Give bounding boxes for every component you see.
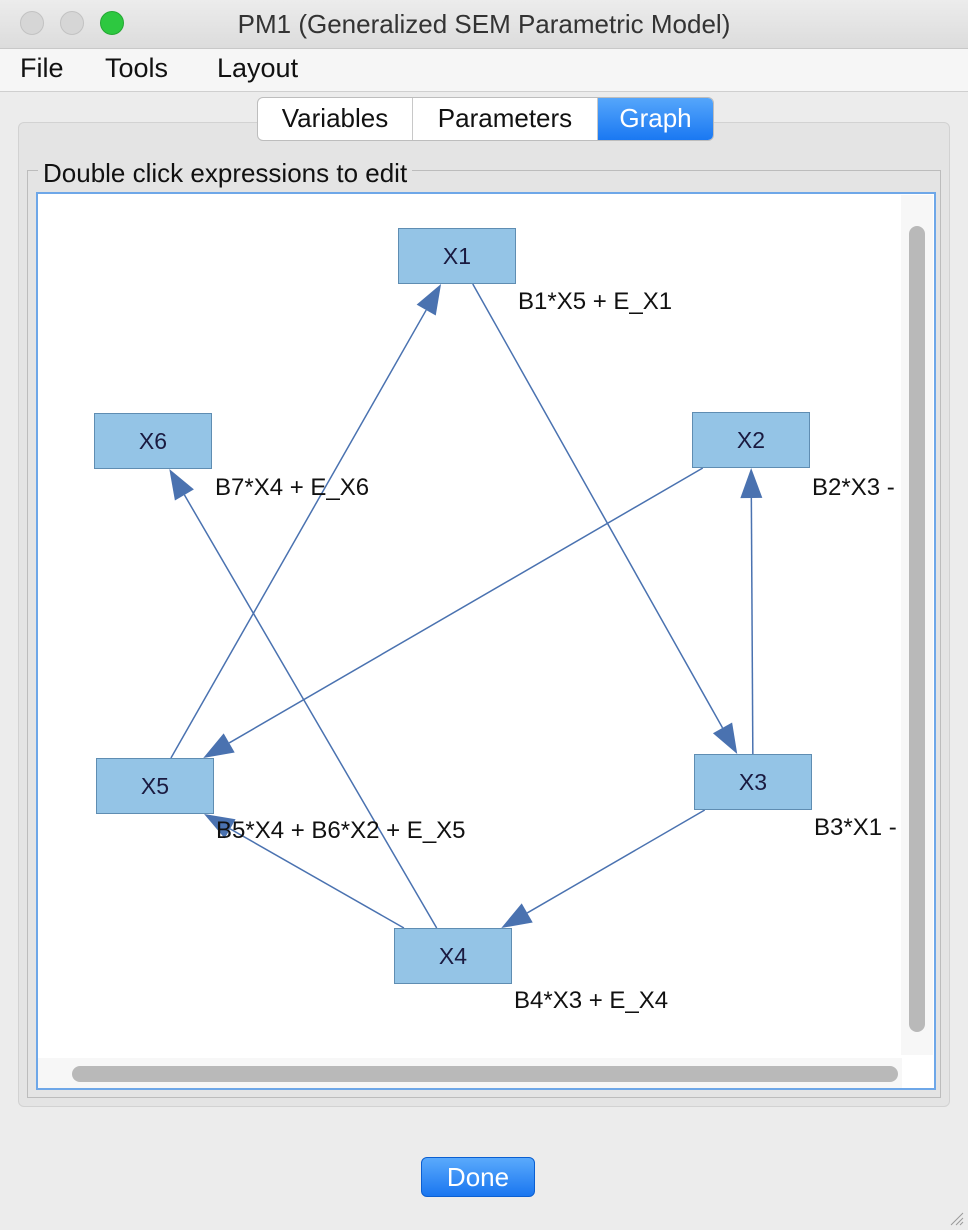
- group-box-label: Double click expressions to edit: [38, 158, 413, 189]
- node-x6[interactable]: X6: [94, 413, 212, 469]
- done-button[interactable]: Done: [421, 1157, 535, 1197]
- expression-x4[interactable]: B4*X3 + E_X4: [514, 987, 669, 1014]
- graph-group-box: [27, 170, 941, 1098]
- tab-bar: Variables Parameters Graph: [257, 97, 714, 141]
- menu-tools[interactable]: Tools: [105, 53, 169, 83]
- expression-x5[interactable]: B5*X4 + B6*X2 + E_X5: [216, 817, 466, 844]
- tab-variables[interactable]: Variables: [258, 98, 413, 140]
- node-x4[interactable]: X4: [394, 928, 512, 984]
- node-x5[interactable]: X5: [96, 758, 214, 814]
- node-x2[interactable]: X2: [692, 412, 810, 468]
- menu-bar: File Tools Layout: [0, 49, 968, 92]
- vertical-scrollbar-thumb[interactable]: [909, 226, 925, 1032]
- window-title: PM1 (Generalized SEM Parametric Model): [237, 9, 731, 39]
- node-x3[interactable]: X3: [694, 754, 812, 810]
- menu-file[interactable]: File: [20, 53, 64, 83]
- node-x1[interactable]: X1: [398, 228, 516, 284]
- zoom-window-button[interactable]: [100, 11, 124, 35]
- horizontal-scrollbar-thumb[interactable]: [72, 1066, 898, 1082]
- expression-x3[interactable]: B3*X1 -: [814, 814, 897, 841]
- tab-parameters[interactable]: Parameters: [413, 98, 598, 140]
- minimize-window-button[interactable]: [60, 11, 84, 35]
- expression-x2[interactable]: B2*X3 -: [812, 474, 895, 501]
- expression-x1[interactable]: B1*X5 + E_X1: [518, 288, 673, 315]
- close-window-button[interactable]: [20, 11, 44, 35]
- tab-graph[interactable]: Graph: [598, 98, 713, 140]
- expression-x6[interactable]: B7*X4 + E_X6: [215, 474, 370, 501]
- menu-layout[interactable]: Layout: [217, 53, 299, 83]
- resize-grip-icon[interactable]: [948, 1210, 964, 1226]
- title-bar[interactable]: PM1 (Generalized SEM Parametric Model): [0, 0, 968, 49]
